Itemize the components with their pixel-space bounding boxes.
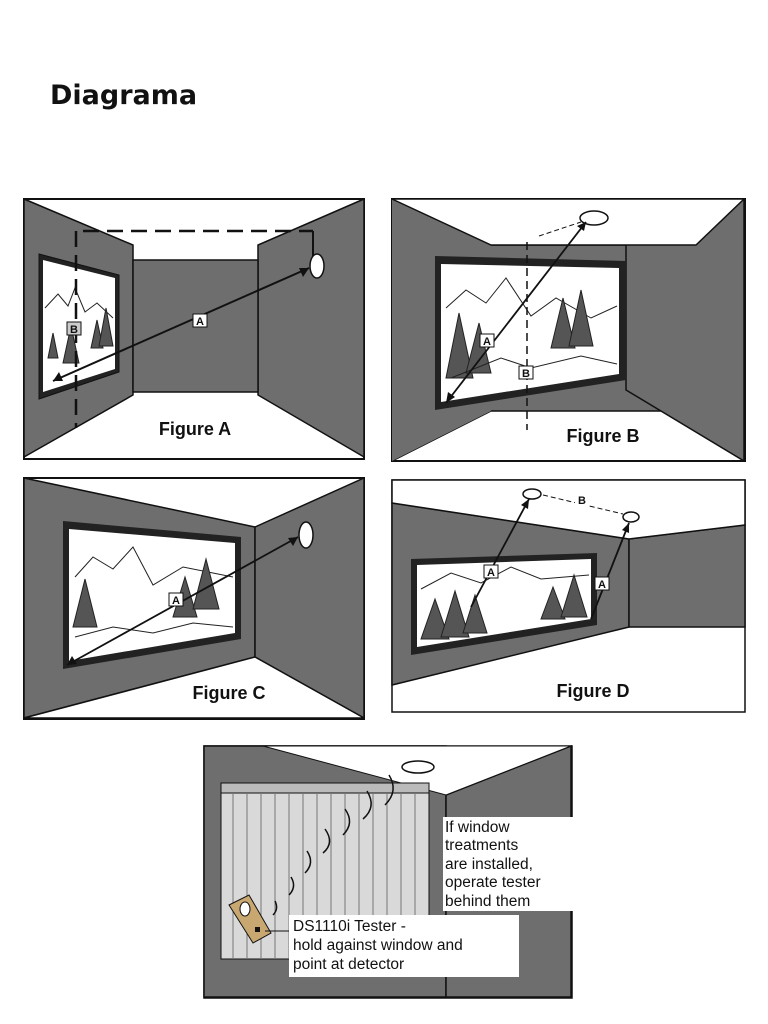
smoke-detector-icon	[401, 760, 435, 774]
smoke-detector-icon	[579, 210, 609, 226]
figure-b-caption: Figure B	[566, 426, 639, 446]
smoke-detector-icon	[522, 488, 542, 500]
measure-label-a: A	[483, 336, 491, 348]
tester-note: DS1110i Tester - hold against window and…	[293, 918, 467, 973]
window-scene-d	[420, 566, 590, 640]
window-scene-a	[44, 286, 114, 364]
figure-b: A B Figure B	[391, 198, 746, 462]
measure-label-a: A	[196, 316, 204, 328]
signal-waves	[272, 774, 394, 916]
figure-d: A A B Figure D	[391, 479, 746, 713]
figure-a: A B Figure A	[23, 198, 365, 460]
figure-c-caption: Figure C	[192, 683, 265, 703]
measure-label-b: B	[70, 324, 78, 336]
measure-label-a: A	[172, 595, 180, 607]
figure-c: A Figure C	[23, 477, 365, 720]
window-scene-b	[445, 277, 618, 379]
treatment-note: If window treatments are installed, oper…	[445, 819, 545, 910]
measure-label-b: B	[522, 368, 530, 380]
smoke-detector-icon	[309, 253, 325, 279]
smoke-detector-icon	[298, 521, 314, 549]
figure-a-caption: Figure A	[159, 419, 231, 439]
tester-device-icon	[228, 894, 272, 944]
tester-figure: If window treatments are installed, oper…	[203, 745, 573, 999]
window-scene-c	[72, 546, 234, 638]
measure-label-a: A	[487, 567, 495, 579]
figure-d-caption: Figure D	[556, 681, 629, 701]
measure-label-b: B	[578, 495, 586, 507]
smoke-detector-icon	[622, 511, 640, 523]
measure-label-a: A	[598, 579, 606, 591]
page-title: Diagrama	[50, 80, 198, 111]
